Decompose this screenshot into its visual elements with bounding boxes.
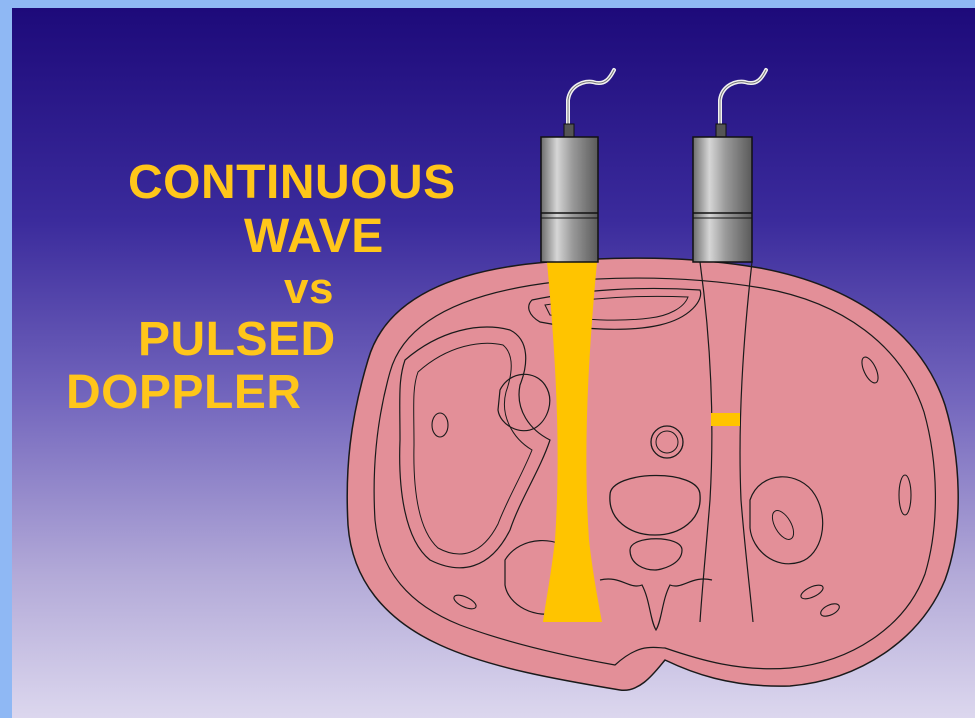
probe-connector (716, 124, 726, 138)
abdomen-cross-section (347, 258, 958, 690)
continuous-wave-probe (541, 70, 614, 262)
pulsed-probe (693, 70, 766, 262)
probe-connector (564, 124, 574, 138)
pulsed-sample-volume (711, 413, 740, 426)
probe-body (541, 137, 598, 262)
probe-cable (568, 70, 614, 128)
probe-cable (720, 70, 766, 128)
probe-body (693, 137, 752, 262)
